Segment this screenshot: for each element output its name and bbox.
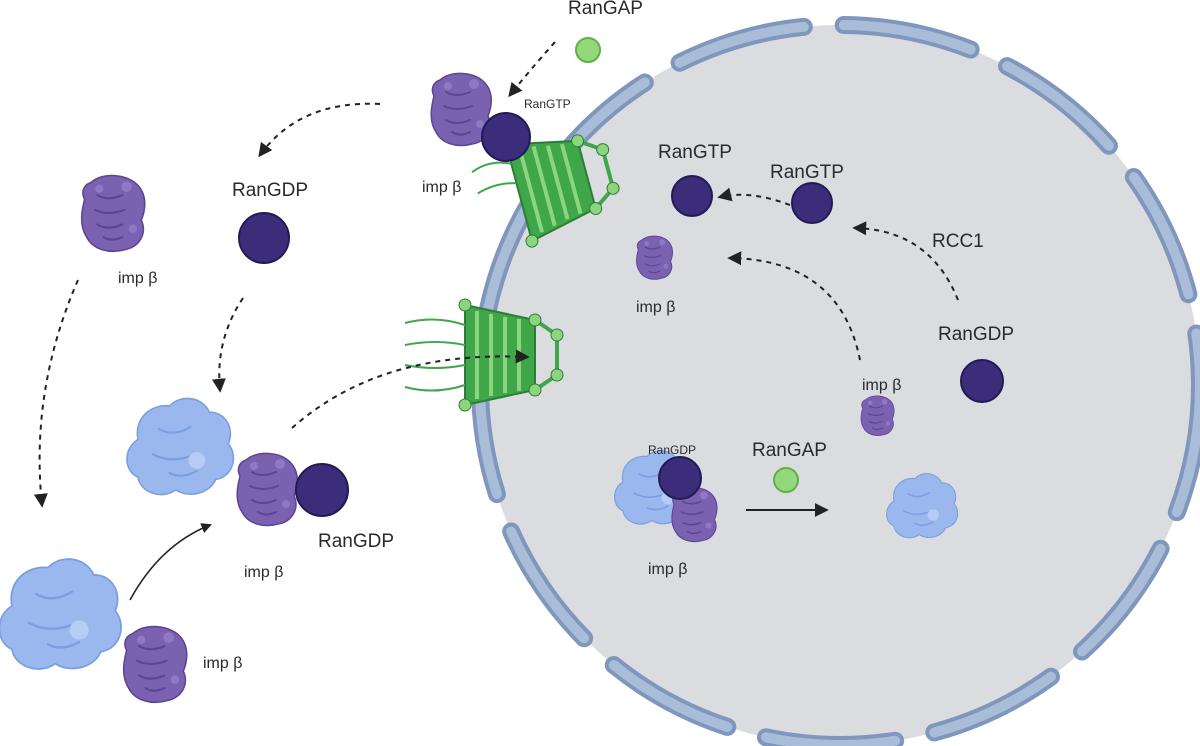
importin-beta-left-icon: [80, 174, 146, 253]
importin-beta-mid-icon: [236, 452, 299, 527]
nucleus: [471, 16, 1200, 746]
arrow-impb-to-rangtp: [727, 251, 861, 361]
importin-beta-nuc-icon: [635, 235, 674, 280]
label-impb-left: imp β: [118, 270, 157, 287]
nuclear-pore-complex-mid-icon: [404, 297, 565, 413]
ran-gtp-nuc1-icon: [671, 175, 713, 217]
nuclear-pore-complex-top-icon: [471, 111, 631, 251]
importin-beta-nuc2-icon: [860, 395, 895, 437]
label-rangdp-nuc: RanGDP: [938, 324, 1014, 345]
label-rangdp-left: RanGDP: [232, 180, 308, 201]
arrow-rangdp-down: [211, 297, 244, 393]
label-rangap-nuc: RanGAP: [752, 440, 827, 461]
rangap-nuc-icon: [773, 467, 799, 493]
ran-gdp-nuc-icon: [960, 359, 1004, 403]
ran-gdp-left-icon: [238, 212, 290, 264]
label-impb-nuc2: imp β: [862, 377, 901, 394]
arrow-cargo-binding: [129, 523, 212, 601]
label-rangdp-small: RanGDP: [648, 443, 696, 457]
label-rcc1: RCC1: [932, 231, 984, 252]
label-rangtp-nuc2: RanGTP: [770, 162, 844, 183]
ran-gdp-nuc-complex-icon: [658, 456, 702, 500]
label-rangtp-small: RanGTP: [524, 97, 571, 111]
rangap-top-icon: [575, 37, 601, 63]
label-rangdp-bottom: RanGDP: [318, 531, 394, 552]
importin-beta-bottom-icon: [122, 625, 188, 704]
label-impb-mid: imp β: [244, 564, 283, 581]
pathway-arrows: [33, 41, 959, 508]
cargo-bottom-icon: [0, 557, 123, 671]
label-rangap-top: RanGAP: [568, 0, 643, 19]
ran-gdp-bottom-icon: [295, 463, 349, 517]
label-impb-bottom: imp β: [203, 655, 242, 672]
ran-gtp-top-icon: [481, 112, 531, 162]
cargo-mid-icon: [125, 397, 235, 496]
ran-gtp-nuc2-icon: [791, 182, 833, 224]
label-impb-top: imp β: [422, 179, 461, 196]
label-impb-nuc: imp β: [636, 299, 675, 316]
arrow-impb-down: [33, 279, 79, 508]
arrow-complex-to-cytoplasm: [258, 102, 381, 158]
arrow-rangap-to-complex: [508, 41, 556, 98]
label-rangtp-nuc1: RanGTP: [658, 142, 732, 163]
label-impb-nuc3: imp β: [648, 561, 687, 578]
